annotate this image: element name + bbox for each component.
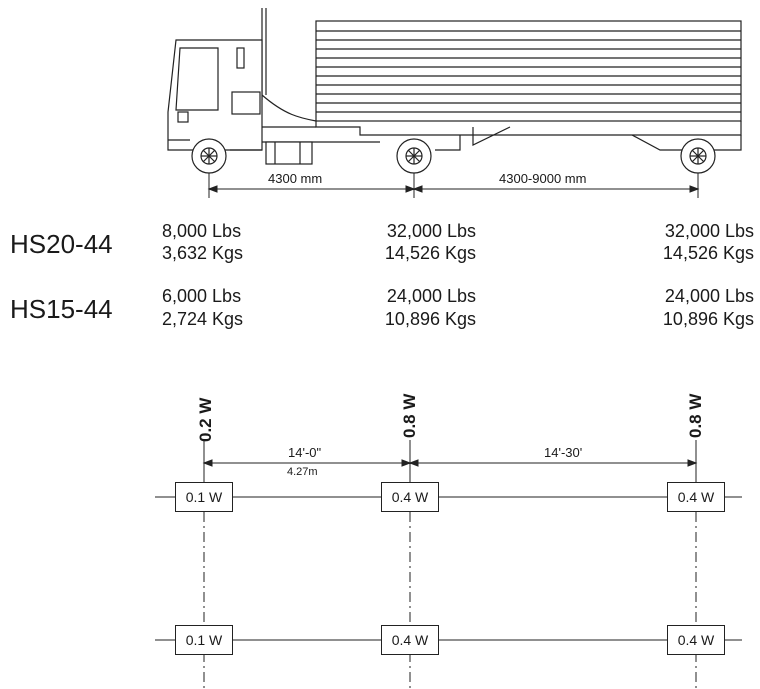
hs15-axle1-lbs: 6,000 Lbs	[162, 286, 242, 306]
wheel-load-box: 0.4 W	[667, 625, 725, 655]
hs15-axle2-kgs: 10,896 Kgs	[384, 309, 476, 329]
hs15-axle2-lbs: 24,000 Lbs	[386, 286, 476, 306]
wheel-load-box: 0.1 W	[175, 625, 233, 655]
wheel-load-box: 0.4 W	[667, 482, 725, 512]
hs20-axle1-kgs: 3,632 Kgs	[162, 243, 244, 263]
front-wheel	[191, 138, 227, 174]
plan-dimension-2: 14'-30'	[544, 445, 583, 460]
load-class-hs20: HS20-44	[10, 229, 113, 259]
hs20-axle2-kgs: 14,526 Kgs	[384, 243, 476, 263]
trailer-wheel	[680, 138, 716, 174]
plan-dimension-1-metric: 4.27m	[287, 466, 318, 478]
axle-load-rear: 0.8 W	[686, 393, 705, 438]
hs15-axle1-kgs: 2,724 Kgs	[162, 309, 244, 329]
wheel-load-box: 0.4 W	[381, 482, 439, 512]
trailer-chassis	[315, 121, 742, 151]
truck-dimension-2: 4300-9000 mm	[499, 171, 587, 186]
trailer-box	[315, 20, 742, 122]
plan-dimension-1: 14'-0"	[288, 445, 322, 460]
hs20-axle3-kgs: 14,526 Kgs	[662, 243, 754, 263]
truck-cab	[167, 39, 317, 151]
axle-load-drive: 0.8 W	[400, 393, 419, 438]
hs15-axle3-lbs: 24,000 Lbs	[664, 286, 754, 306]
axle-load-front: 0.2 W	[196, 397, 215, 442]
hs20-axle1-lbs: 8,000 Lbs	[162, 221, 242, 241]
hs20-axle2-lbs: 32,000 Lbs	[386, 221, 476, 241]
hs20-axle3-lbs: 32,000 Lbs	[664, 221, 754, 241]
truck-frame	[230, 126, 380, 165]
truck-elevation-drawing	[167, 8, 742, 198]
truck-dimension-1: 4300 mm	[268, 171, 323, 186]
hs15-axle3-kgs: 10,896 Kgs	[662, 309, 754, 329]
truck-dimension-lines	[207, 173, 700, 198]
drive-wheel	[396, 138, 432, 174]
wheel-load-box: 0.4 W	[381, 625, 439, 655]
load-class-hs15: HS15-44	[10, 294, 113, 324]
wheel-load-box: 0.1 W	[175, 482, 233, 512]
